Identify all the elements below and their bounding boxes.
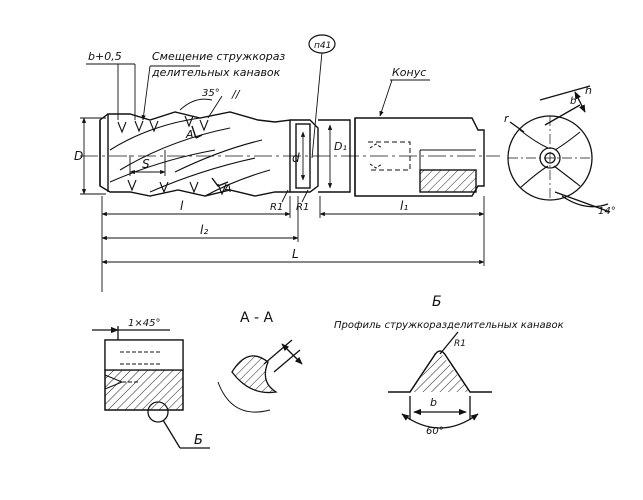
shank-d1-label: D₁ [334,140,347,153]
chip-breaker-notches [117,115,227,196]
tang-hatch [419,169,477,193]
chamfer-label: 1×45° [128,318,160,329]
section-aa [217,339,303,413]
length-total-l-label: L [292,247,299,261]
diameter-d-label: D [74,149,83,163]
offset-caption-line-1: Смещение стружкораз [152,50,285,63]
angle-60-label: 60° [426,426,444,437]
end-view-h-label: h [585,84,592,97]
flute-lines [109,117,271,197]
hole-callout-label: п41 [314,41,331,51]
end-view-r-label: r [504,112,510,125]
pitch-s-label: S [142,157,150,171]
callout-b-label: Б [194,433,203,448]
angle-14-label: 14° [598,206,616,217]
section-aa-title: А - А [240,310,274,326]
profile-caption: Профиль стружкоразделительных канавок [334,320,564,331]
view-b-letter: Б [432,294,442,310]
section-mark-a-bottom: A [223,182,232,195]
offset-tolerance-label: b+0,5 [88,50,122,63]
radius-r1-left: R1 [270,202,283,213]
section-mark-a-top: A [185,128,194,141]
dimension-lines [80,51,485,292]
length-l-label: l [180,199,184,213]
length-l2-label: l₂ [200,223,208,237]
cone-caption: Конус [392,66,426,79]
profile-b-label: b [430,396,437,409]
offset-caption-line-2: делительных канавок [151,66,281,79]
end-detail [92,326,210,449]
end-view [507,85,611,213]
parallel-mark-label: // [231,88,241,101]
hole-callout-bubble [308,34,336,54]
end-view-b-label: b [570,96,576,107]
angle-35-label: 35° [202,88,220,99]
cone-outline [354,117,485,197]
profile-radius-label: R1 [454,339,466,349]
radius-r1-right: R1 [296,202,309,213]
neck-d-label: d [292,151,300,165]
profile-view-b [388,331,492,429]
length-l1-label: l₁ [400,199,408,213]
